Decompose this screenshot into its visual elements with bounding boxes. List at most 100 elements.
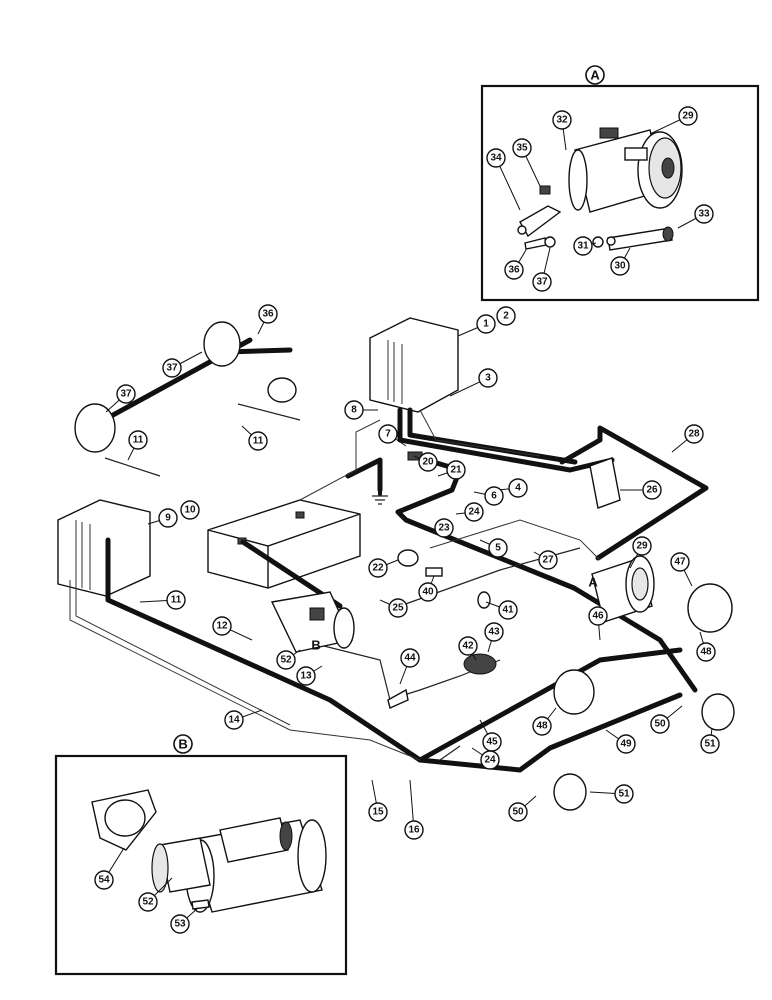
front-panel-left: [57, 499, 151, 597]
callout-c29a: 29: [678, 106, 698, 126]
svg-text:49: 49: [620, 739, 632, 750]
inset-a-frame: [480, 84, 760, 302]
callout-c12: 12: [212, 616, 232, 636]
svg-text:A: A: [590, 68, 600, 83]
svg-text:24: 24: [484, 755, 496, 766]
svg-text:27: 27: [542, 555, 554, 566]
svg-text:43: 43: [488, 627, 500, 638]
generator-illustration: [517, 127, 683, 251]
svg-text:40: 40: [422, 587, 434, 598]
diagram-label-b: B: [311, 638, 320, 653]
svg-text:37: 37: [536, 277, 548, 288]
svg-text:11: 11: [253, 436, 264, 447]
callout-c48a: 48: [696, 642, 716, 662]
callout-c10: 10: [180, 500, 200, 520]
ground-symbol: [372, 458, 388, 505]
regulator: [589, 457, 621, 509]
callout-c22: 22: [368, 558, 388, 578]
callout-c43: 43: [484, 622, 504, 642]
callout-c37b: 37: [162, 358, 182, 378]
svg-text:50: 50: [512, 807, 524, 818]
svg-text:53: 53: [174, 919, 186, 930]
svg-text:11: 11: [133, 435, 144, 446]
svg-text:28: 28: [688, 429, 700, 440]
callout-c49: 49: [616, 734, 636, 754]
svg-text:4: 4: [515, 483, 521, 494]
callout-c25: 25: [388, 598, 408, 618]
inset-a-label: A: [585, 65, 605, 85]
svg-text:44: 44: [404, 653, 416, 664]
svg-text:20: 20: [422, 457, 434, 468]
svg-text:14: 14: [228, 715, 240, 726]
callout-c4: 4: [508, 478, 528, 498]
svg-text:45: 45: [486, 737, 498, 748]
callout-c35: 35: [512, 138, 532, 158]
svg-text:50: 50: [654, 719, 666, 730]
callout-c26: 26: [642, 480, 662, 500]
svg-text:29: 29: [682, 111, 694, 122]
svg-text:48: 48: [536, 721, 548, 732]
callout-c37a: 37: [532, 272, 552, 292]
callout-c24a: 24: [464, 502, 484, 522]
svg-text:16: 16: [408, 825, 420, 836]
callout-c36b: 36: [258, 304, 278, 324]
svg-text:21: 21: [450, 465, 462, 476]
callout-c16: 16: [404, 820, 424, 840]
starter-illustration: [91, 789, 327, 913]
front-panel-right: [369, 317, 459, 413]
svg-text:15: 15: [372, 807, 384, 818]
callout-c6: 6: [484, 486, 504, 506]
callout-c37c: 37: [116, 384, 136, 404]
svg-text:23: 23: [438, 523, 450, 534]
thin-wires: [69, 403, 601, 761]
svg-text:30: 30: [614, 261, 626, 272]
callout-c47: 47: [670, 552, 690, 572]
callout-c40: 40: [418, 582, 438, 602]
diagram-label-a: A: [588, 575, 598, 590]
callout-c51b: 51: [614, 784, 634, 804]
callout-c30: 30: [610, 256, 630, 276]
callout-c13: 13: [296, 666, 316, 686]
callout-c41: 41: [498, 600, 518, 620]
callout-c24b: 24: [480, 750, 500, 770]
callout-c7: 7: [378, 424, 398, 444]
callout-c31: 31: [573, 236, 593, 256]
callout-c11a: 11: [128, 430, 148, 450]
callout-c9: 9: [158, 508, 178, 528]
battery: [207, 499, 361, 589]
callout-c48b: 48: [532, 716, 552, 736]
callout-c42: 42: [458, 636, 478, 656]
svg-text:32: 32: [556, 115, 568, 126]
svg-text:5: 5: [495, 543, 501, 554]
svg-text:3: 3: [485, 373, 491, 384]
svg-text:29: 29: [636, 541, 648, 552]
svg-text:2: 2: [503, 311, 509, 322]
svg-text:51: 51: [618, 789, 630, 800]
callout-c50a: 50: [650, 714, 670, 734]
svg-text:52: 52: [280, 655, 292, 666]
svg-text:B: B: [178, 737, 187, 752]
callout-c27: 27: [538, 550, 558, 570]
callout-c29b: 29: [632, 536, 652, 556]
svg-text:B: B: [311, 638, 320, 653]
callout-c5: 5: [488, 538, 508, 558]
callout-c53: 53: [170, 914, 190, 934]
svg-text:25: 25: [392, 603, 404, 614]
callout-c32: 32: [552, 110, 572, 130]
callout-c52b: 52: [138, 892, 158, 912]
svg-text:9: 9: [165, 513, 171, 524]
callout-c2: 2: [496, 306, 516, 326]
svg-text:11: 11: [171, 595, 182, 606]
svg-text:10: 10: [184, 505, 196, 516]
svg-text:1: 1: [483, 319, 489, 330]
svg-text:7: 7: [385, 429, 391, 440]
svg-text:37: 37: [166, 363, 178, 374]
small-components: [387, 451, 497, 709]
svg-text:12: 12: [216, 621, 228, 632]
callout-c11c: 11: [166, 590, 186, 610]
lamps: [74, 321, 735, 811]
callout-c11b: 11: [248, 431, 268, 451]
svg-text:52: 52: [142, 897, 154, 908]
